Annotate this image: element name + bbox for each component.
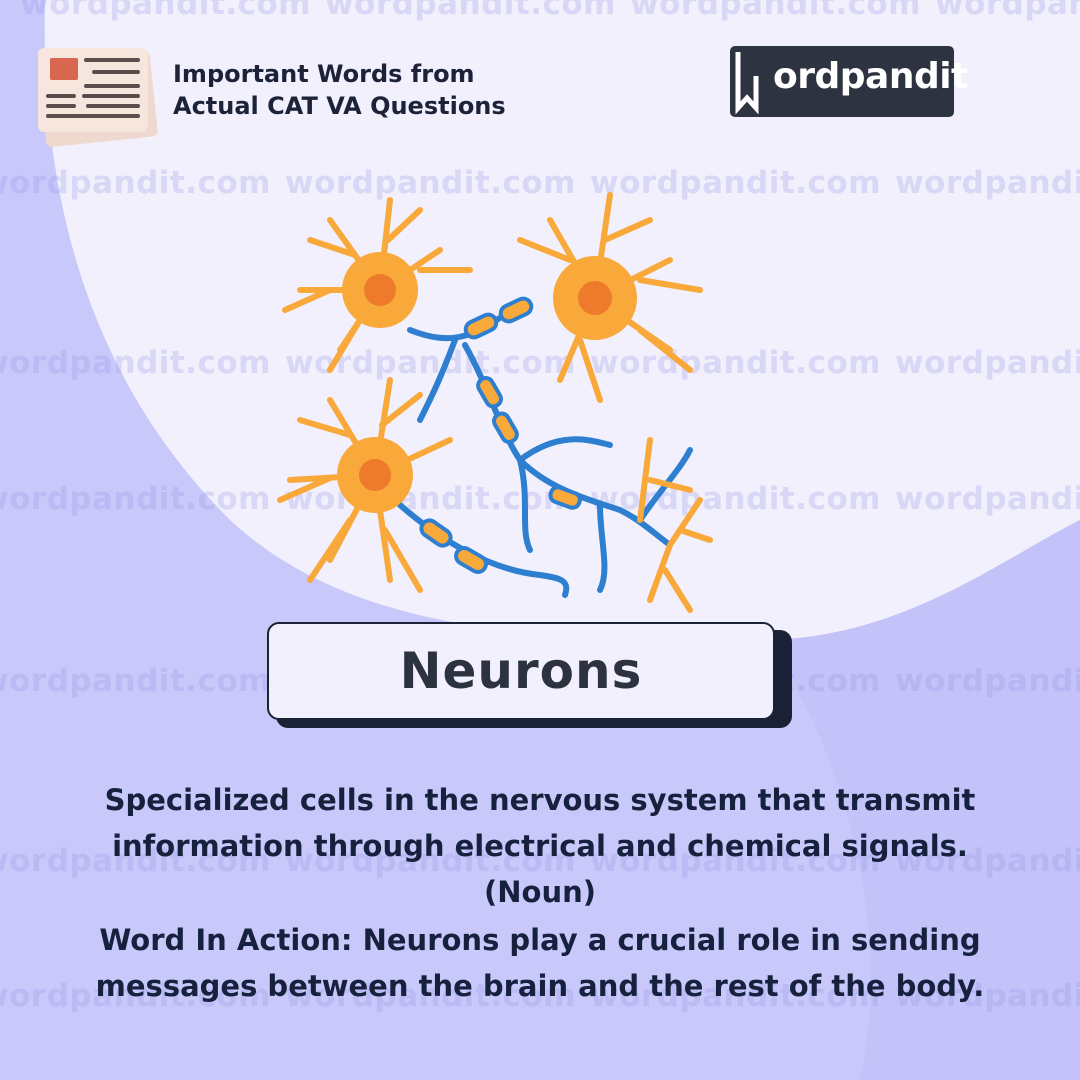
word-title: Neurons bbox=[399, 642, 643, 700]
word-card: Neurons bbox=[267, 622, 775, 720]
tagline: Important Words from Actual CAT VA Quest… bbox=[173, 60, 506, 120]
neurons-illustration bbox=[277, 192, 713, 613]
definition: Specialized cells in the nervous system … bbox=[0, 777, 1080, 915]
word-in-action: Word In Action: Neurons play a crucial r… bbox=[95, 923, 985, 1003]
bookmark-w-icon bbox=[735, 52, 759, 115]
logo-text: ordpandit bbox=[773, 56, 968, 97]
newspaper-icon bbox=[38, 48, 158, 148]
part-of-speech: (Noun) bbox=[484, 875, 596, 909]
wordpandit-logo bbox=[730, 46, 954, 117]
